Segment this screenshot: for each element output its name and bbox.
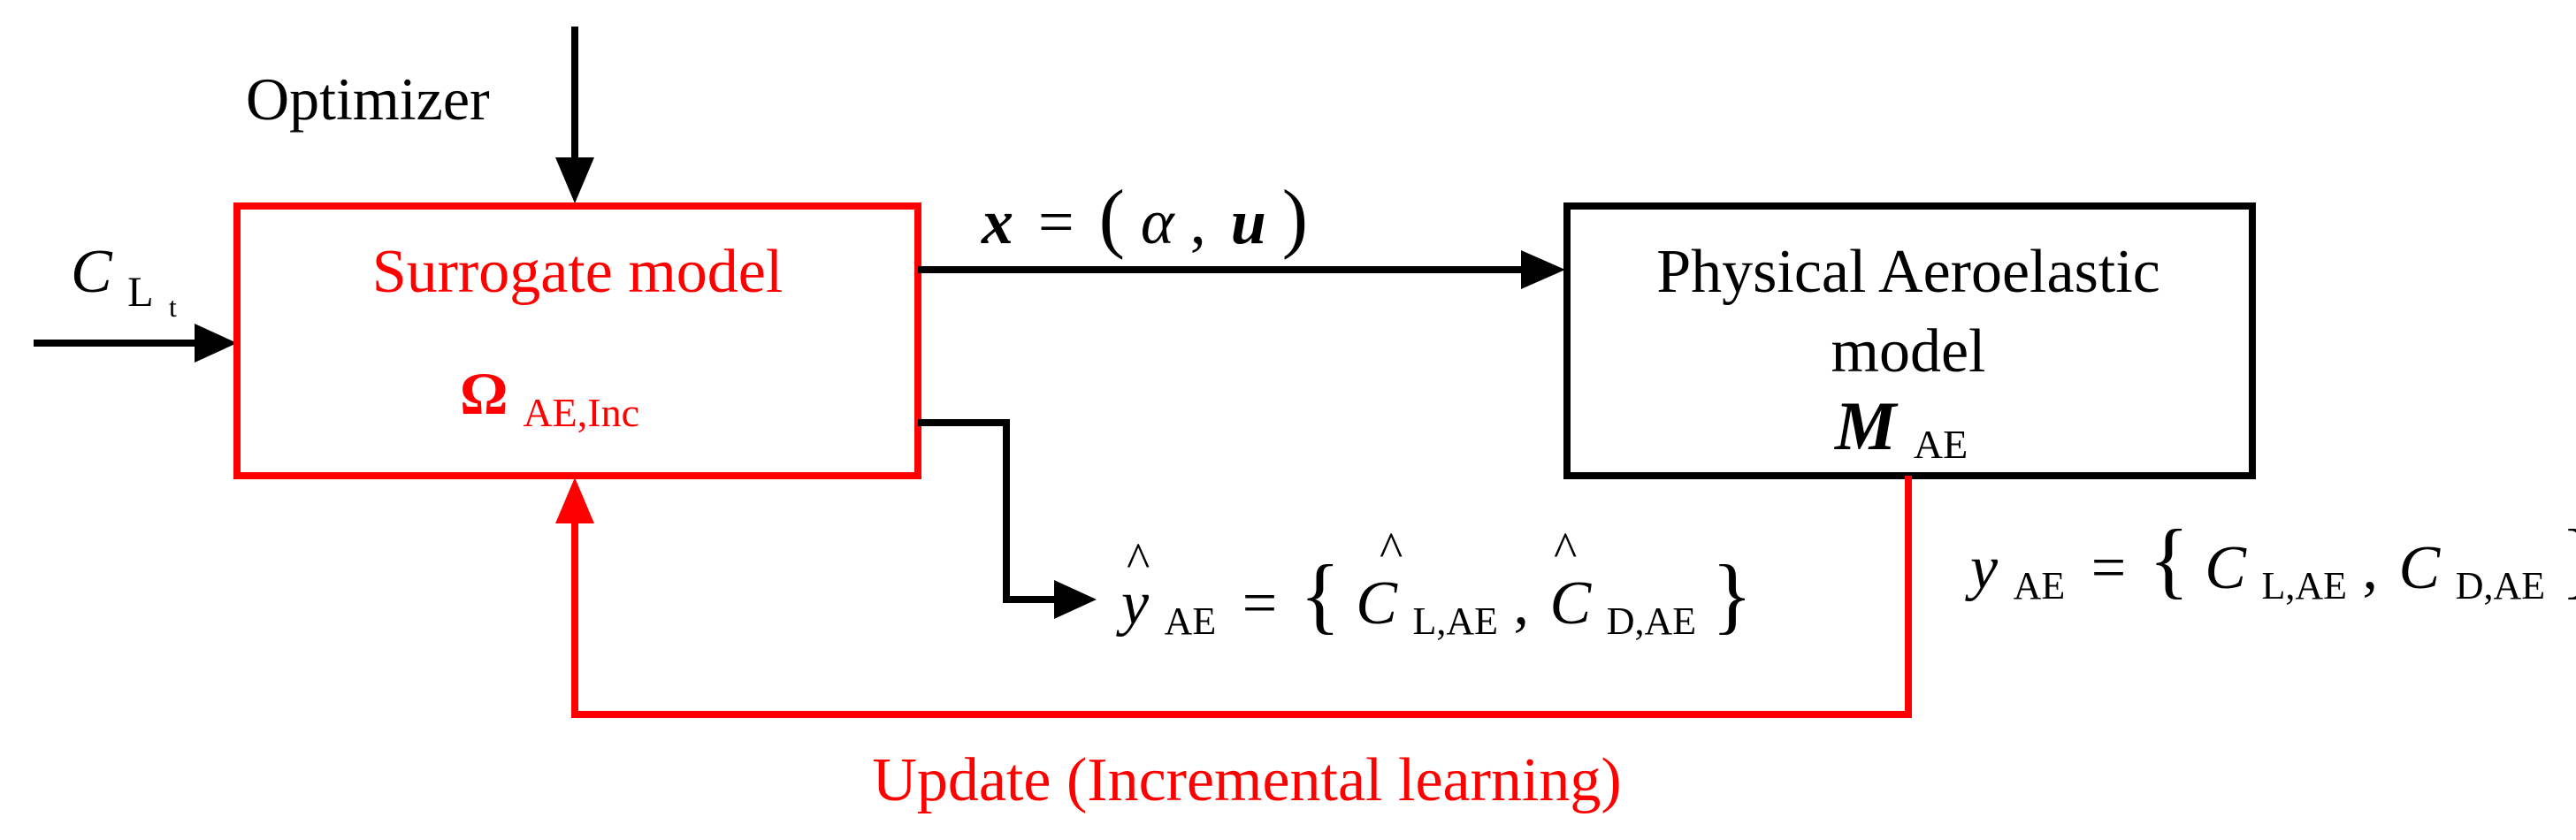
y-c1: C <box>2205 534 2247 602</box>
input-label: C L t <box>71 238 177 323</box>
yhat-c2-hat: ^ <box>1554 523 1577 577</box>
yhat-equals: = <box>1242 569 1277 638</box>
omega-symbol: Ω <box>460 360 508 427</box>
m-symbol: M <box>1833 387 1899 464</box>
x-var: x <box>981 187 1013 257</box>
y-equation: y AE = { C L,AE , C D,AE } <box>1965 512 2576 613</box>
surrogate-model-title: Surrogate model <box>372 238 784 306</box>
yhat-arrowhead <box>1054 580 1097 619</box>
y-lbrace: { <box>2149 512 2190 607</box>
x-lparen: ( <box>1099 175 1125 261</box>
surrogate-model-box <box>233 202 921 479</box>
yhat-hat: ^ <box>1127 533 1150 588</box>
yhat-rbrace: } <box>1712 547 1753 642</box>
yhat-c1-hat: ^ <box>1380 523 1403 577</box>
y-rbrace: } <box>2561 512 2576 607</box>
y-c2-sub: D,AE <box>2456 564 2545 607</box>
yhat-y: y <box>1116 569 1150 638</box>
yhat-c1-sub: L,AE <box>1413 599 1499 643</box>
y-c2: C <box>2399 534 2442 602</box>
x-arrowhead <box>1521 250 1565 289</box>
input-label-main: C <box>71 238 113 306</box>
m-subscript: AE <box>1914 422 1968 467</box>
x-rparen: ) <box>1282 175 1308 261</box>
update-loop-line <box>571 476 1912 718</box>
y-sub: AE <box>2014 564 2066 607</box>
update-arrowhead <box>555 477 594 523</box>
x-u-var: u <box>1231 187 1266 257</box>
physical-model-title-line1: Physical Aeroelastic <box>1656 238 2160 306</box>
yhat-c2-sub: D,AE <box>1607 599 1696 643</box>
yhat-sub: AE <box>1165 599 1217 643</box>
y-equals: = <box>2091 534 2126 602</box>
optimizer-label: Optimizer <box>246 65 490 133</box>
yhat-comma: , <box>1514 569 1530 638</box>
x-alpha: α <box>1141 187 1175 257</box>
surrogate-model-symbol: Ω AE,Inc <box>460 360 639 435</box>
y-y: y <box>1965 534 1999 602</box>
yhat-arrow-line <box>918 419 1054 603</box>
input-arrowhead <box>195 324 237 363</box>
yhat-c1: C <box>1356 569 1398 638</box>
omega-subscript: AE,Inc <box>523 390 639 435</box>
yhat-lbrace: { <box>1300 547 1341 642</box>
x-comma: , <box>1190 187 1206 257</box>
x-equals: = <box>1038 187 1074 257</box>
optimizer-arrowhead <box>555 157 594 203</box>
physical-model-title-line2: model <box>1831 317 1986 386</box>
input-label-sub: L <box>127 269 153 316</box>
yhat-c2: C <box>1550 569 1593 638</box>
physical-model-symbol: M AE <box>1833 387 1968 467</box>
x-equation: x = ( α , u ) <box>981 175 1308 261</box>
update-label: Update (Incremental learning) <box>872 746 1621 814</box>
y-comma: , <box>2363 534 2379 602</box>
yhat-equation: y AE = { C L,AE , C D,AE } <box>1116 547 1753 648</box>
y-c1-sub: L,AE <box>2262 564 2348 607</box>
input-label-subsub: t <box>169 291 177 323</box>
